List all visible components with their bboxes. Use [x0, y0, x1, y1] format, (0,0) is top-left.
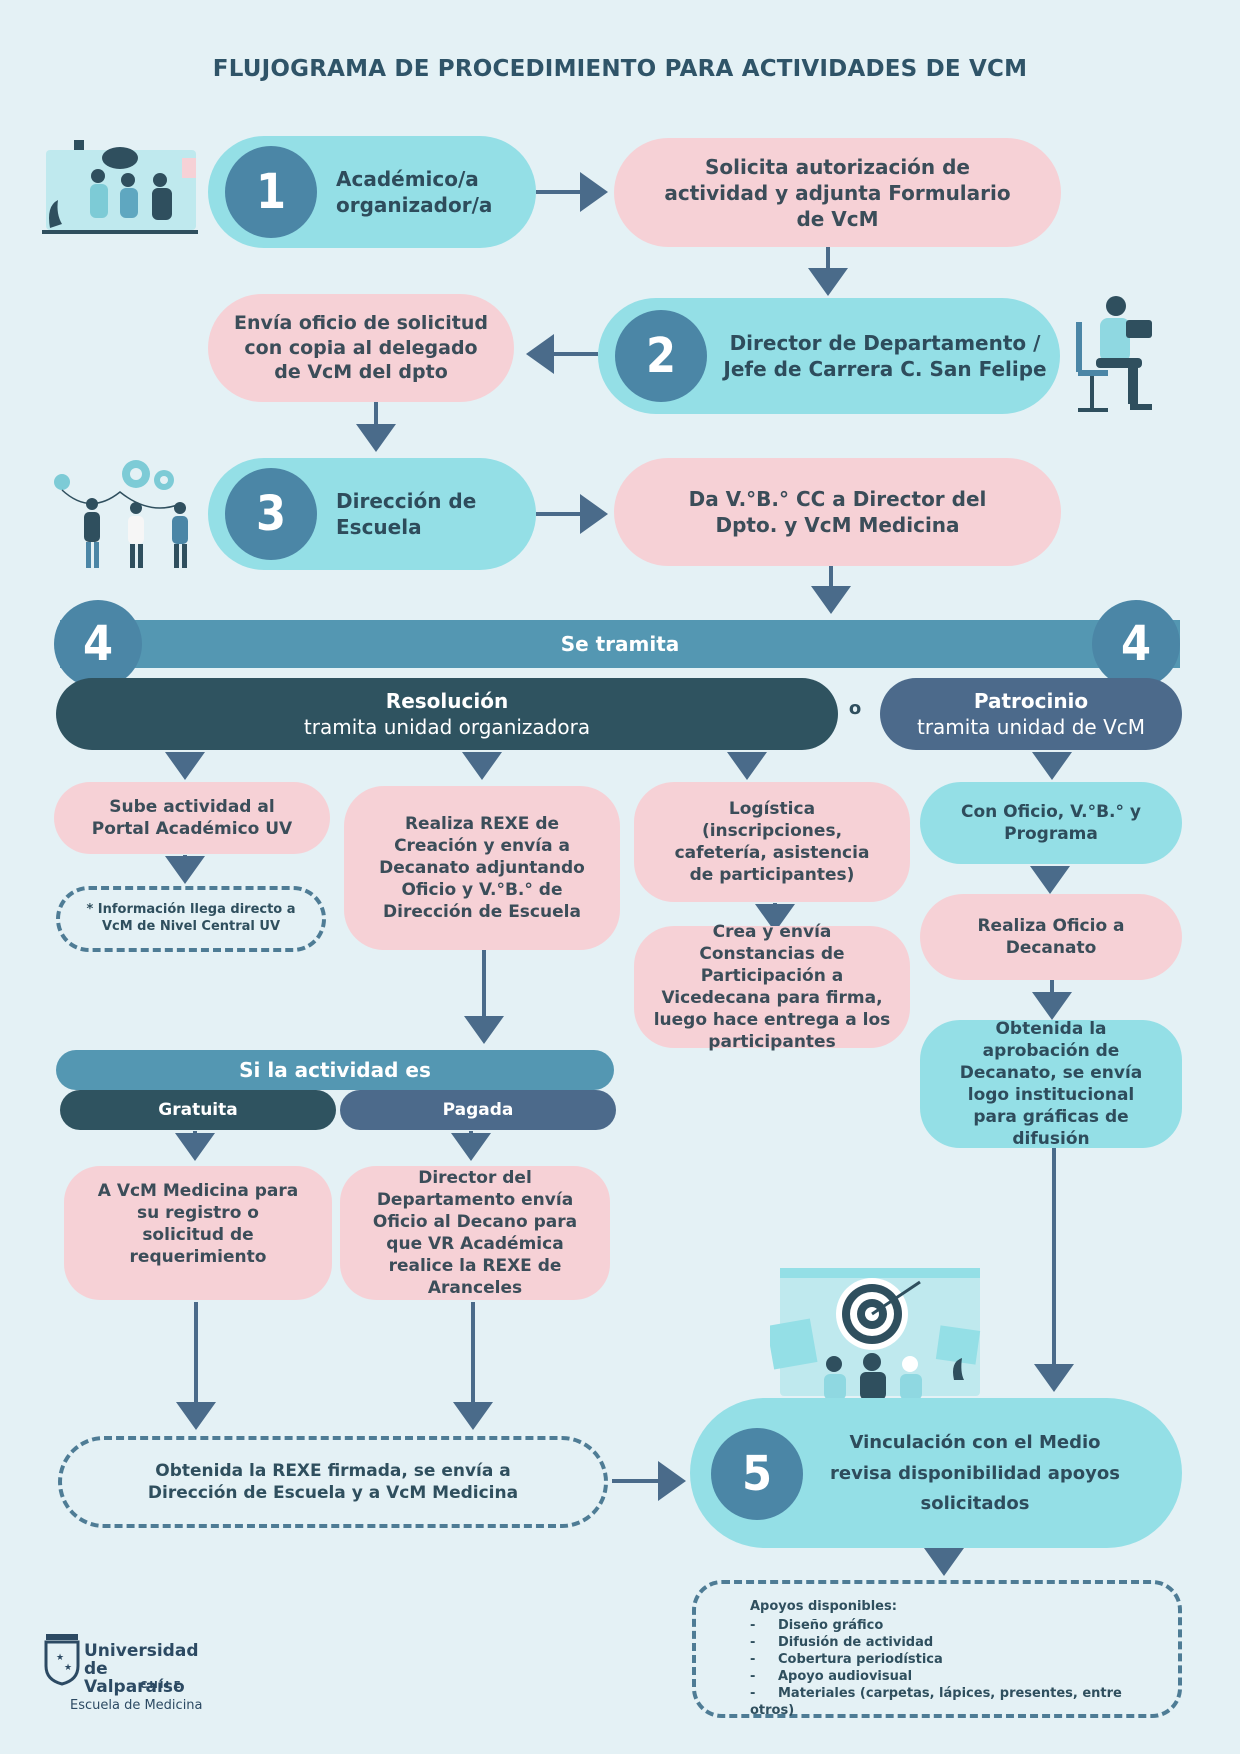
crest-icon: ★ ★ — [44, 1634, 80, 1686]
gears-team-illustration — [54, 460, 188, 568]
patrocinio-title: Patrocinio — [973, 689, 1089, 713]
logo-line-3: CHILE — [140, 1680, 183, 1691]
support-item: Diseño gráfico — [750, 1617, 1154, 1634]
portal-box: Sube actividad al Portal Académico UV — [54, 782, 330, 854]
target-team-illustration — [770, 1268, 981, 1400]
support-item: Materiales (carpetas, lápices, presentes… — [750, 1685, 1154, 1719]
step-4-number-right: 4 — [1092, 600, 1180, 688]
step-5-label: Vinculación con el Medio revisa disponib… — [830, 1432, 1120, 1515]
supports-title: Apoyos disponibles: — [750, 1599, 897, 1614]
request-authorization-box: Solicita autorización de actividad y adj… — [614, 138, 1061, 247]
support-item: Apoyo audiovisual — [750, 1668, 1154, 1685]
portal-note: * Información llega directo a VcM de Niv… — [56, 886, 326, 952]
send-oficio-box: Envía oficio de solicitud con copia al d… — [208, 294, 514, 402]
svg-text:★: ★ — [64, 1663, 72, 1673]
rexe-creacion-box: Realiza REXE de Creación y envía a Decan… — [344, 786, 620, 950]
step-2-label: Director de Departamento / Jefe de Carre… — [723, 331, 1047, 381]
rexe-firmada-box: Obtenida la REXE firmada, se envía a Dir… — [58, 1436, 608, 1528]
vb-box: Da V.°B.° CC a Director del Dpto. y VcM … — [614, 458, 1061, 566]
step-3-number: 3 — [225, 468, 317, 560]
logo-line-2: de Valparaíso — [84, 1659, 185, 1697]
step-1-label: Académico/a organizador/a — [336, 167, 493, 217]
step-3-label: Dirección de Escuela — [336, 489, 477, 539]
se-tramita-bar: Se tramita — [60, 620, 1180, 668]
constancias-box: Crea y envía Constancias de Participació… — [634, 922, 910, 1052]
supports-list: Diseño gráfico Difusión de actividad Cob… — [750, 1617, 1154, 1719]
svg-text:★: ★ — [56, 1653, 64, 1663]
aprobacion-box: Obtenida la aprobación de Decanato, se e… — [920, 1019, 1182, 1149]
support-item: Cobertura periodística — [750, 1651, 1154, 1668]
logistica-box: Logística (inscripciones, cafetería, asi… — [634, 782, 910, 902]
step-4-number-left: 4 — [54, 600, 142, 688]
gratuita-bar: Gratuita — [60, 1090, 336, 1130]
or-word: o — [848, 698, 862, 719]
activity-header-bar: Si la actividad es — [56, 1050, 614, 1090]
oficio-vb-box: Con Oficio, V.°B.° y Programa — [920, 782, 1182, 864]
oficio-decanato-box: Realiza Oficio a Decanato — [920, 894, 1182, 980]
supports-box: Apoyos disponibles: Diseño gráfico Difus… — [692, 1580, 1182, 1718]
resolucion-subtitle: tramita unidad organizadora — [303, 715, 591, 739]
team-illustration — [42, 140, 198, 234]
worker-illustration — [1076, 296, 1152, 412]
step-5-number: 5 — [711, 1428, 803, 1520]
patrocinio-bar: Patrocinio tramita unidad de VcM — [880, 678, 1182, 750]
resolucion-bar: Resolución tramita unidad organizadora — [56, 678, 838, 750]
patrocinio-subtitle: tramita unidad de VcM — [916, 715, 1146, 739]
support-item: Difusión de actividad — [750, 1634, 1154, 1651]
pagada-box: Director del Departamento envía Oficio a… — [340, 1166, 610, 1300]
logo-line-1: Universidad — [84, 1641, 199, 1661]
page-title: FLUJOGRAMA DE PROCEDIMIENTO PARA ACTIVID… — [212, 56, 1028, 82]
pagada-bar: Pagada — [340, 1090, 616, 1130]
resolucion-title: Resolución — [385, 689, 509, 713]
university-logo: ★ ★ Universidad de Valparaíso CHILE Escu… — [40, 1628, 203, 1728]
gratuita-box: A VcM Medicina para su registro o solici… — [64, 1166, 332, 1300]
logo-line-4: Escuela de Medicina — [70, 1698, 203, 1713]
step-2-number: 2 — [615, 310, 707, 402]
step-1-number: 1 — [225, 146, 317, 238]
